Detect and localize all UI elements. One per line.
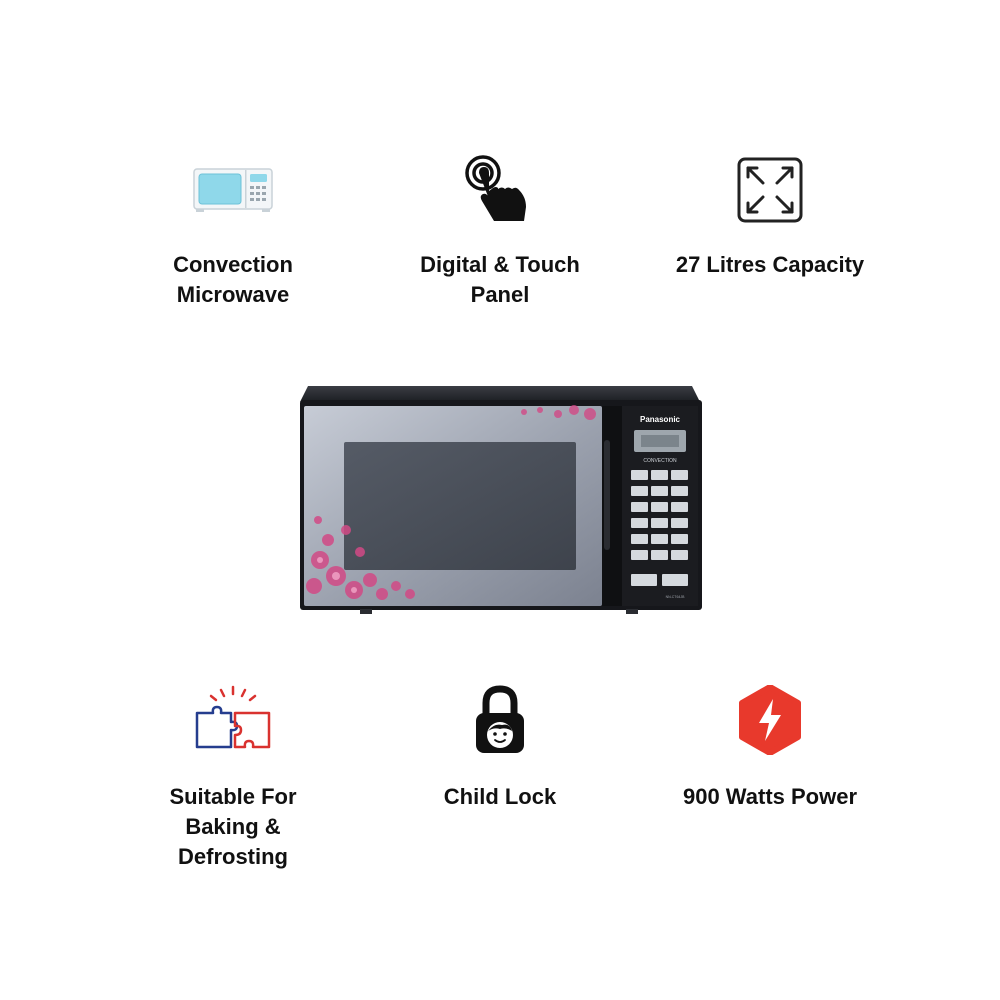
- feature-child-lock: Child Lock: [370, 685, 630, 885]
- capacity-expand-icon: [737, 157, 803, 223]
- feature-baking-defrosting: Suitable For Baking & Defrosting: [103, 685, 363, 885]
- microwave-icon: [193, 168, 273, 212]
- mode-label: CONVECTION: [643, 458, 677, 464]
- feature-label: 27 Litres Capacity: [675, 252, 865, 277]
- feature-label: Child Lock: [443, 784, 557, 809]
- feature-convection-microwave: Convection Microwave: [103, 150, 363, 320]
- power-bolt-icon: [739, 685, 801, 755]
- brand-logo: Panasonic: [640, 415, 681, 424]
- puzzle-icon: [195, 685, 271, 749]
- feature-digital-touch-panel: Digital & Touch Panel: [370, 150, 630, 320]
- microwave-product-image: Panasonic CONVECTION NN-CT64JB: [300, 386, 702, 614]
- touch-panel-icon: [465, 155, 526, 221]
- feature-label: Suitable For Baking & Defrosting: [169, 784, 297, 869]
- feature-label: Digital & Touch Panel: [420, 252, 580, 307]
- feature-power: 900 Watts Power: [640, 685, 900, 885]
- feature-label: 900 Watts Power: [682, 784, 858, 809]
- child-lock-icon: [476, 685, 524, 753]
- feature-label: Convection Microwave: [173, 252, 293, 307]
- feature-capacity: 27 Litres Capacity: [640, 150, 900, 320]
- model-number: NN-CT64JB: [666, 595, 686, 599]
